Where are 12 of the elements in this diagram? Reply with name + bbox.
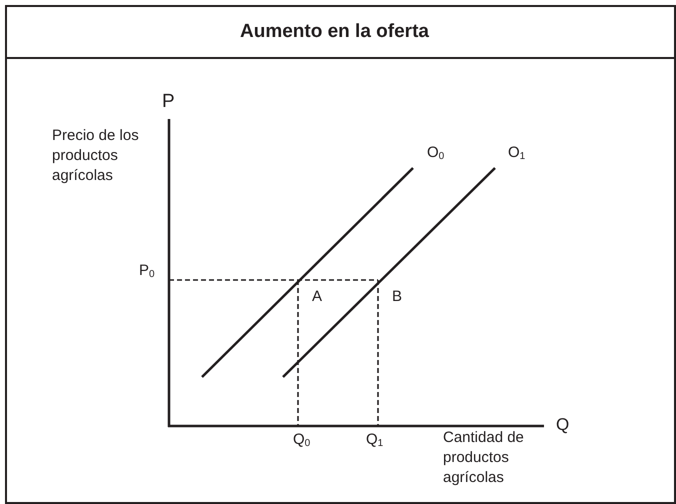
axis-label: Q$_{0}$	[293, 430, 310, 450]
axis-label: Cantidad de productos agrícolas	[443, 428, 525, 488]
axis-label: P$_{0}$	[139, 261, 155, 281]
axis-label: O$_{1}$	[508, 143, 526, 163]
axis-label: B	[392, 287, 402, 307]
axis-label: O$_{0}$	[427, 143, 444, 163]
axis-label: P	[162, 92, 175, 112]
axis-label: Q	[556, 415, 570, 435]
axis-label: Precio de los productos agrícolas	[52, 126, 140, 186]
diagram-title: Aumento en la oferta	[240, 21, 429, 43]
axis-label: Q$_{1}$	[366, 430, 384, 450]
axis-label: A	[312, 287, 322, 307]
